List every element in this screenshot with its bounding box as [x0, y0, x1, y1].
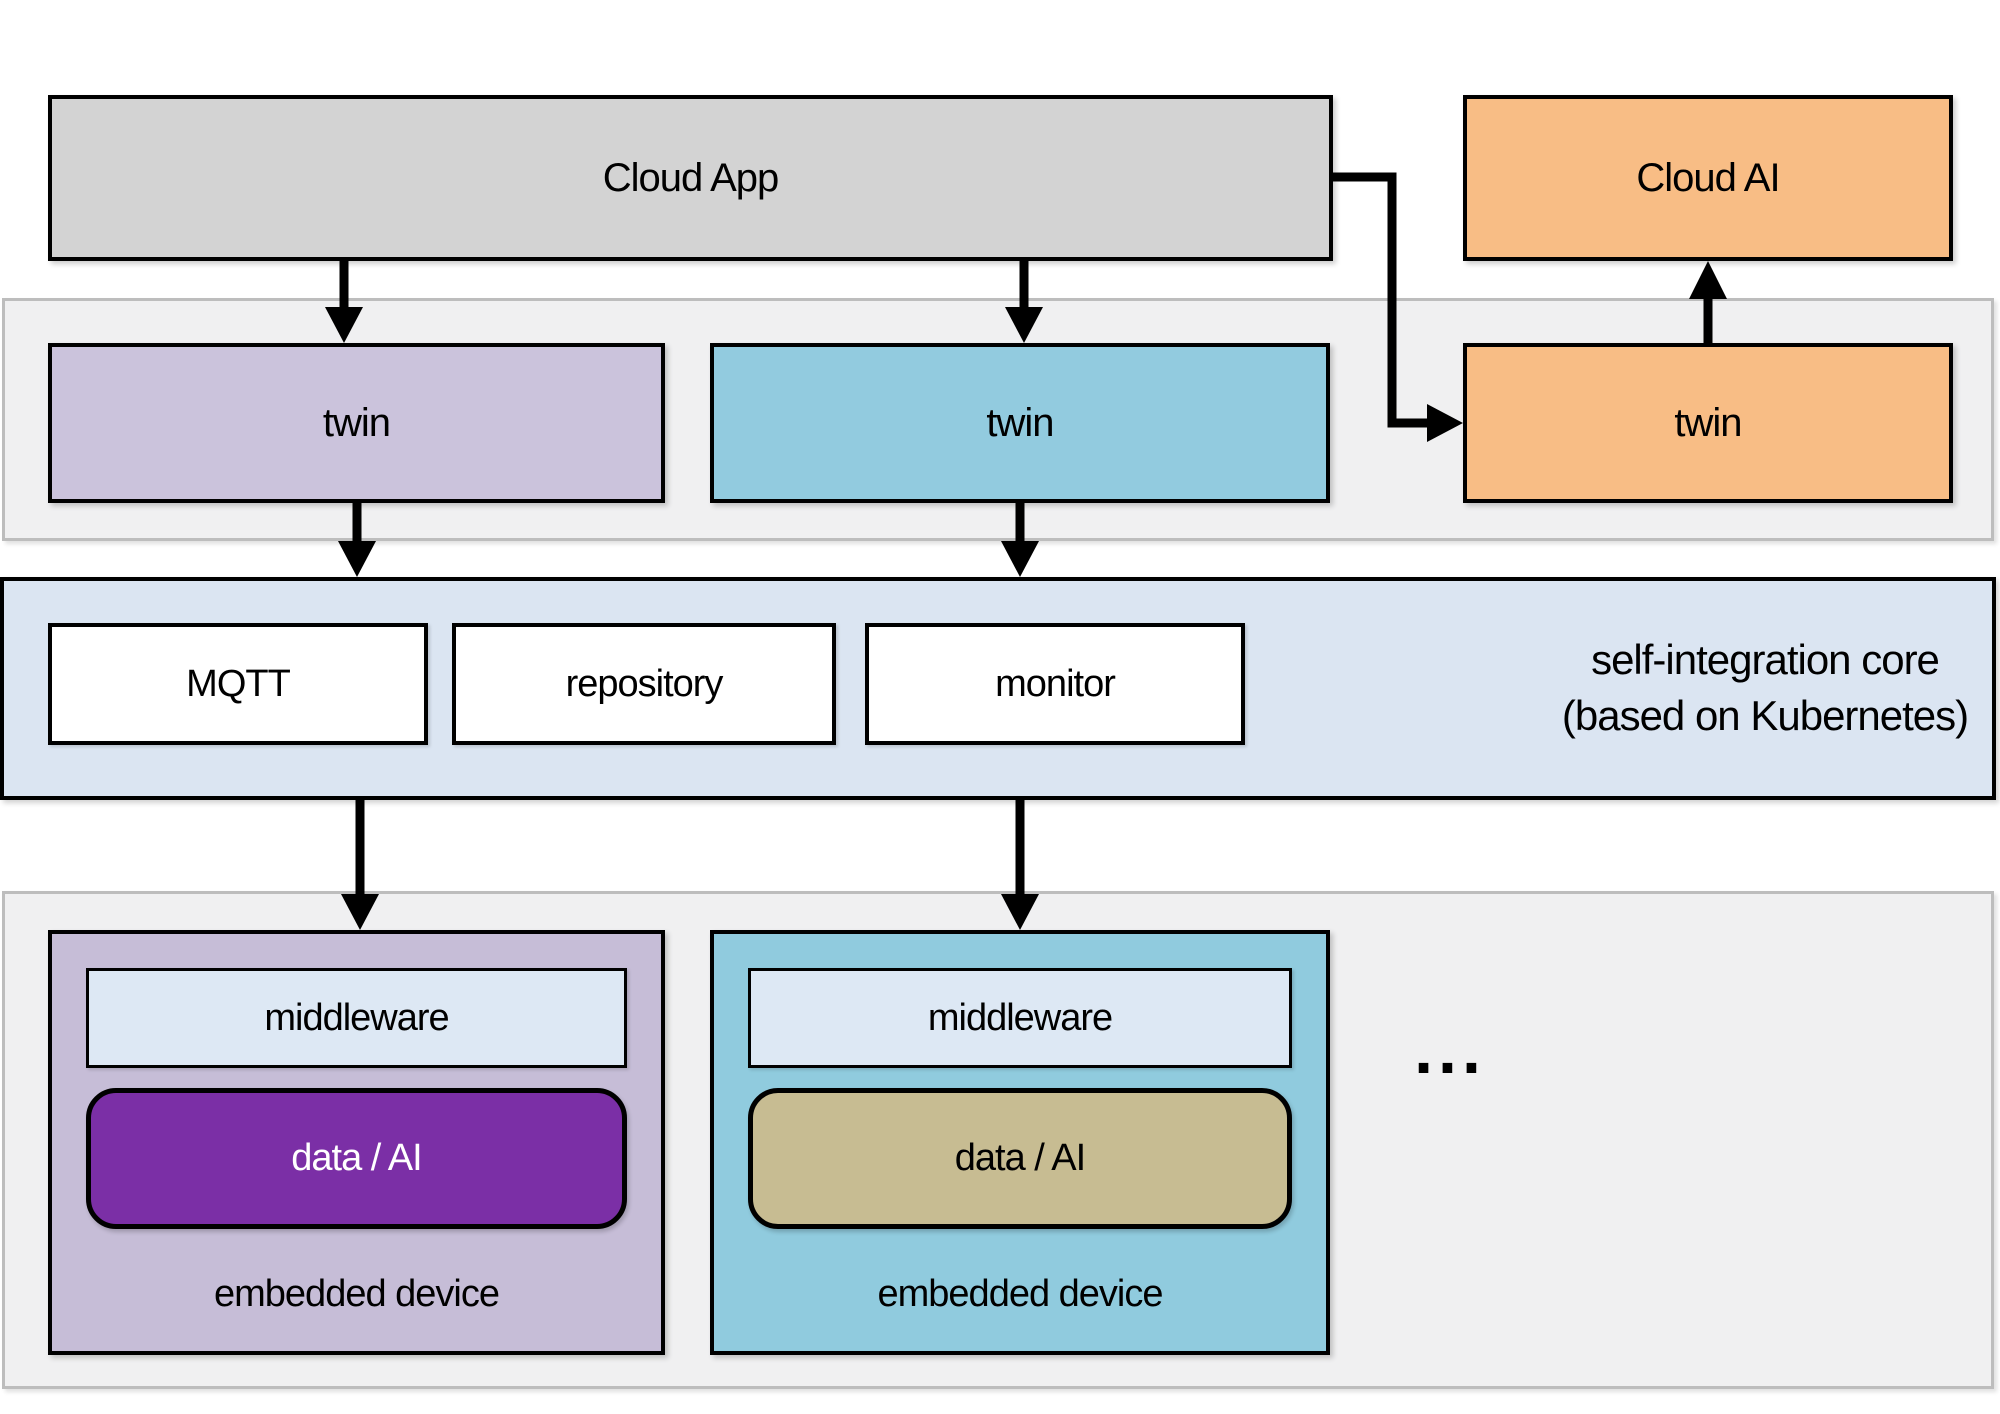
core-label-line1: self-integration core [1591, 636, 1940, 683]
data-ai-box-right: data / AI [748, 1088, 1292, 1229]
twin-node-purple: twin [48, 343, 665, 503]
cloud-ai-node: Cloud AI [1463, 95, 1953, 261]
mqtt-label: MQTT [186, 662, 291, 705]
cloud-app-label: Cloud App [602, 155, 780, 200]
monitor-service-box: monitor [865, 623, 1245, 745]
embedded-device-right: middleware data / AI embedded device [710, 930, 1330, 1355]
middleware-box-right: middleware [748, 968, 1292, 1068]
data-ai-right-label: data / AI [954, 1137, 1086, 1179]
mqtt-service-box: MQTT [48, 623, 428, 745]
embedded-device-right-caption: embedded device [877, 1273, 1164, 1315]
cloud-ai-label: Cloud AI [1636, 155, 1780, 200]
embedded-device-left-caption: embedded device [214, 1273, 500, 1315]
middleware-right-label: middleware [927, 996, 1113, 1039]
data-ai-box-left: data / AI [86, 1088, 627, 1229]
twin-orange-label: twin [1674, 400, 1742, 445]
twin-purple-label: twin [322, 400, 391, 445]
core-label: self-integration core (based on Kubernet… [1540, 632, 1990, 744]
core-label-line2: (based on Kubernetes) [1561, 692, 1969, 739]
monitor-label: monitor [995, 662, 1116, 705]
twin-blue-label: twin [986, 400, 1054, 445]
twin-node-blue: twin [710, 343, 1330, 503]
repository-label: repository [565, 662, 724, 705]
repository-service-box: repository [452, 623, 836, 745]
twin-node-orange: twin [1463, 343, 1953, 503]
embedded-device-left: middleware data / AI embedded device [48, 930, 665, 1355]
data-ai-left-label: data / AI [291, 1137, 422, 1179]
cloud-app-node: Cloud App [48, 95, 1333, 261]
middleware-box-left: middleware [86, 968, 627, 1068]
middleware-left-label: middleware [264, 996, 449, 1039]
more-devices-ellipsis: ... [1414, 1012, 1486, 1088]
